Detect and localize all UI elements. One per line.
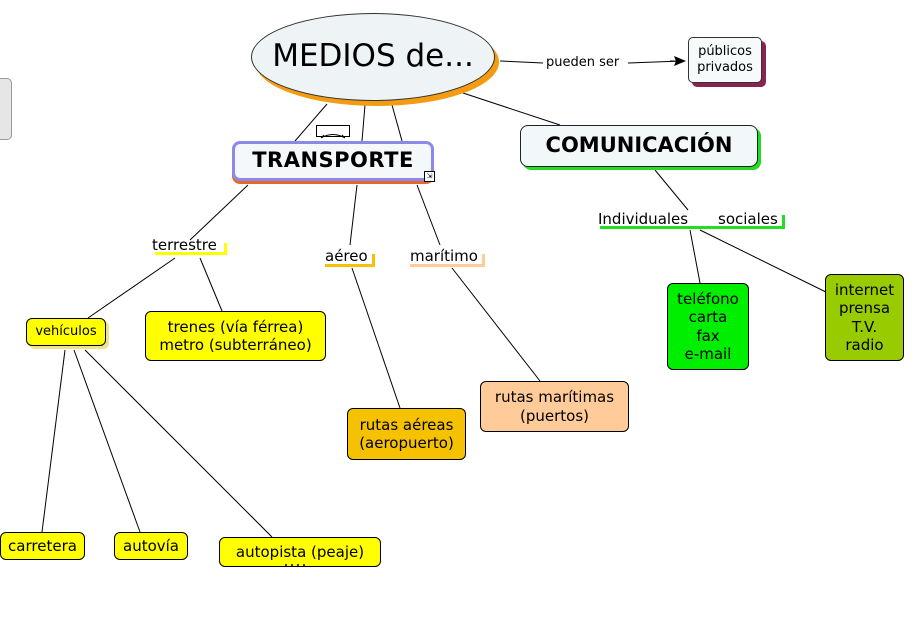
link-root-publicos: [499, 60, 544, 64]
concept-rutas-maritimas[interactable]: rutas marítimas (puertos): [480, 381, 629, 432]
link-sociales-items: [699, 229, 833, 296]
link-comunicacion-split: [654, 169, 689, 211]
concept-transporte[interactable]: TRANSPORTE: [232, 141, 434, 181]
link-terrestre-vehiculos: [87, 257, 176, 319]
comunicacion-split-underline: [600, 226, 785, 229]
concept-autopista[interactable]: autopista (peaje): [219, 537, 381, 567]
concept-sociales[interactable]: sociales: [718, 210, 778, 228]
more-indicator-icon: [285, 564, 305, 566]
resize-handle-icon[interactable]: ⇲: [424, 171, 435, 182]
terrestre-underline-shadow: [224, 243, 227, 255]
concept-rutas-aereas[interactable]: rutas aéreas (aeropuerto): [347, 408, 466, 460]
maritimo-underline: [410, 264, 485, 267]
link-root-comunicacion: [459, 91, 561, 126]
concept-individuales-items[interactable]: teléfono carta fax e-mail: [667, 283, 749, 370]
concept-individuales[interactable]: Individuales: [598, 210, 689, 228]
maritimo-underline-shadow: [482, 254, 485, 267]
concept-autovia[interactable]: autovía: [114, 532, 188, 560]
link-individuales-items: [689, 229, 701, 284]
concept-comunicacion[interactable]: COMUNICACIÓN: [520, 125, 758, 167]
comunicacion-split-underline-shadow: [782, 215, 785, 229]
link-maritimo-rutas: [451, 267, 541, 382]
concept-aereo[interactable]: aéreo: [325, 247, 368, 265]
concept-vehiculos[interactable]: vehículos: [26, 318, 106, 346]
link-root-transporte-2: [361, 104, 366, 142]
terrestre-underline: [155, 252, 227, 255]
link-terrestre-trenes: [199, 257, 223, 312]
link-vehiculos-autopista: [84, 349, 273, 538]
link-vehiculos-autovia: [73, 349, 141, 533]
link-transporte-terrestre: [189, 184, 249, 241]
link-transporte-maritimo: [416, 184, 441, 246]
aereo-underline-shadow: [372, 254, 375, 267]
concept-terrestre[interactable]: terrestre: [152, 236, 217, 254]
link-aereo-rutas: [351, 267, 401, 409]
concept-maritimo[interactable]: marítimo: [410, 247, 478, 265]
concept-sociales-items[interactable]: internet prensa T.V. radio: [825, 274, 904, 361]
concept-trenes-metro[interactable]: trenes (vía férrea) metro (subterráneo): [145, 311, 326, 361]
link-root-transporte-3: [391, 104, 403, 142]
root-concept[interactable]: MEDIOS de...: [251, 13, 495, 101]
link-vehiculos-carretera: [41, 349, 66, 533]
collapse-toggle-icon[interactable]: [316, 125, 350, 139]
concept-publicos-privados[interactable]: públicos privados: [688, 37, 762, 83]
link-root-transporte-1: [294, 103, 328, 142]
link-label-pueden-ser: pueden ser: [546, 55, 620, 70]
concept-carretera[interactable]: carretera: [0, 532, 85, 560]
aereo-underline: [325, 264, 375, 267]
link-transporte-aereo: [349, 184, 358, 246]
arrowhead-icon: [674, 56, 686, 66]
side-panel-handle[interactable]: [0, 78, 12, 140]
